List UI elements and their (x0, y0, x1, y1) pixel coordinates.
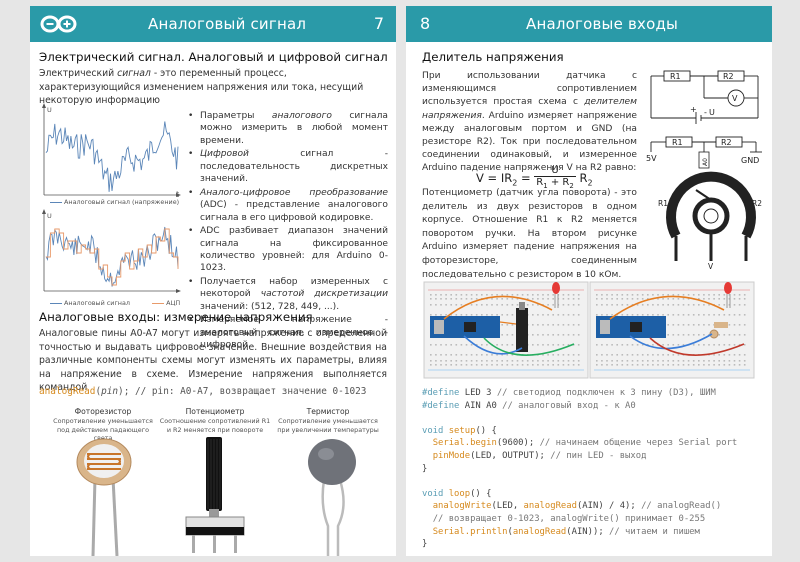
breadboard-illustrations (423, 281, 755, 379)
analogread-signature: analogRead(pin); // pin: A0-A7, возвраща… (39, 386, 367, 397)
component-desc-photoresistor: Сопротивление уменьшается под действием … (53, 417, 153, 443)
sig-comment: // pin: A0-A7, возвращает значение 0-102… (134, 386, 367, 397)
sig-function: analogRead (39, 386, 96, 397)
analog-signal-chart: U (42, 103, 181, 197)
svg-text:V: V (732, 94, 738, 103)
svg-text:R1: R1 (670, 72, 681, 81)
component-title-thermistor: Термистор (306, 407, 350, 416)
svg-text:+: + (690, 105, 697, 114)
chart1-legend-swatch (50, 201, 62, 203)
divider-text-em: делителем напряжения (422, 97, 637, 121)
chart2-legend-analog-swatch (50, 302, 62, 304)
svg-text:5V: 5V (646, 154, 657, 163)
chart2-u-label: U (47, 212, 52, 220)
arduino-code-block: #define LED 3 // светодиод подключен к 3… (422, 388, 738, 550)
chart2-legend-adc: АЦП (166, 299, 181, 307)
divider-text-a: При использовании датчика с изменяющимся… (422, 71, 637, 108)
bullet-item: Измеряемое напряжение - аналоговый сигна… (188, 314, 388, 351)
voltage-formula: V = IR2 = U R1 + R2 R2 (476, 165, 593, 190)
svg-text:U: U (709, 108, 715, 117)
chart2-legend-adc-swatch (152, 302, 165, 304)
chart1-analog-line (45, 121, 179, 192)
voltage-divider-schematic: R1 R2 V U + - R1 R2 5V GND A0 (646, 70, 762, 169)
svg-text:V: V (708, 262, 714, 271)
page-number: 8 (420, 14, 431, 33)
bullet-item: Параметры аналогового сигнала можно изме… (188, 110, 388, 147)
page-number: 7 (373, 14, 384, 33)
svg-text:A0: A0 (702, 158, 709, 166)
svg-text:-: - (704, 108, 707, 117)
intro-text-a: Электрический (39, 68, 118, 79)
adc-signal-chart: U (42, 209, 181, 293)
chart1-u-label: U (47, 106, 52, 114)
divider-text-b: . Arduino измеряет напряжение между анал… (422, 110, 637, 174)
page-title: Аналоговый сигнал (148, 15, 307, 33)
svg-text:R1: R1 (658, 199, 668, 208)
svg-text:R2: R2 (752, 199, 762, 208)
intro-text-b: - это переменный процесс, характеризующи… (39, 68, 364, 107)
section-heading-voltage-divider: Делитель напряжения (422, 50, 564, 64)
component-title-potentiometer: Потенциометр (185, 407, 245, 416)
chart1-legend: Аналоговый сигнал (напряжение) (50, 198, 179, 206)
thermistor-icon (308, 439, 356, 556)
bullet-item: ADC разбивает диапазон значений сигнала … (188, 225, 388, 275)
svg-text:R1: R1 (672, 138, 683, 147)
bullet-item: Аналого-цифровое преобразование (ADC) - … (188, 187, 388, 224)
bullet-item: Цифровой сигнал - последовательность дис… (188, 148, 388, 185)
page-title: Аналоговые входы (526, 15, 679, 33)
component-desc-thermistor: Сопротивление уменьшается при увеличении… (277, 417, 379, 434)
right-page-header: 8 Аналоговые входы (406, 6, 772, 42)
chart1-legend-label: Аналоговый сигнал (напряжение) (64, 198, 180, 206)
svg-text:R2: R2 (721, 138, 732, 147)
analog-inputs-paragraph: Аналоговые пины A0-A7 могут измерять нап… (39, 328, 387, 394)
right-page: 8 Аналоговые входы Делитель напряжения П… (406, 6, 772, 556)
breadboard-2 (589, 281, 755, 379)
bullet-item: Получается набор измеренных с некоторой … (188, 276, 388, 313)
potentiometer-diagram: R1 R2 V (658, 171, 762, 271)
chart1-t-label: t (176, 190, 180, 199)
signal-bullet-list: Параметры аналогового сигнала можно изме… (188, 110, 388, 353)
svg-text:R2: R2 (723, 72, 734, 81)
component-title-photoresistor: Фоторезистор (74, 407, 132, 416)
sig-arg: pin (101, 386, 119, 397)
chart2-legend: Аналоговый сигнал АЦП (50, 299, 180, 307)
chart2-adc-line (46, 228, 179, 286)
svg-text:GND: GND (741, 156, 759, 165)
breadboard-1 (423, 281, 589, 379)
section-heading-analog-inputs: Аналоговые входы: измерение напряжения (39, 310, 313, 324)
left-page: Аналоговый сигнал 7 Электрический сигнал… (30, 6, 396, 556)
intro-paragraph: Электрический сигнал - это переменный пр… (39, 67, 387, 108)
potentiometer-icon (185, 437, 245, 553)
divider-paragraph: При использовании датчика с изменяющимся… (422, 70, 637, 176)
potentiometer-paragraph: Потенциометр (датчик угла поворота) - эт… (422, 188, 637, 280)
section-heading-signal: Электрический сигнал. Аналоговый и цифро… (39, 50, 388, 64)
photoresistor-icon (76, 438, 132, 556)
left-page-header: Аналоговый сигнал 7 (30, 6, 396, 42)
component-desc-potentiometer: Соотношение сопротивлений R1 и R2 меняет… (159, 417, 271, 434)
intro-text-em: сигнал (117, 68, 151, 79)
arduino-logo-icon (40, 15, 77, 33)
chart2-legend-analog: Аналоговый сигнал (64, 299, 130, 307)
